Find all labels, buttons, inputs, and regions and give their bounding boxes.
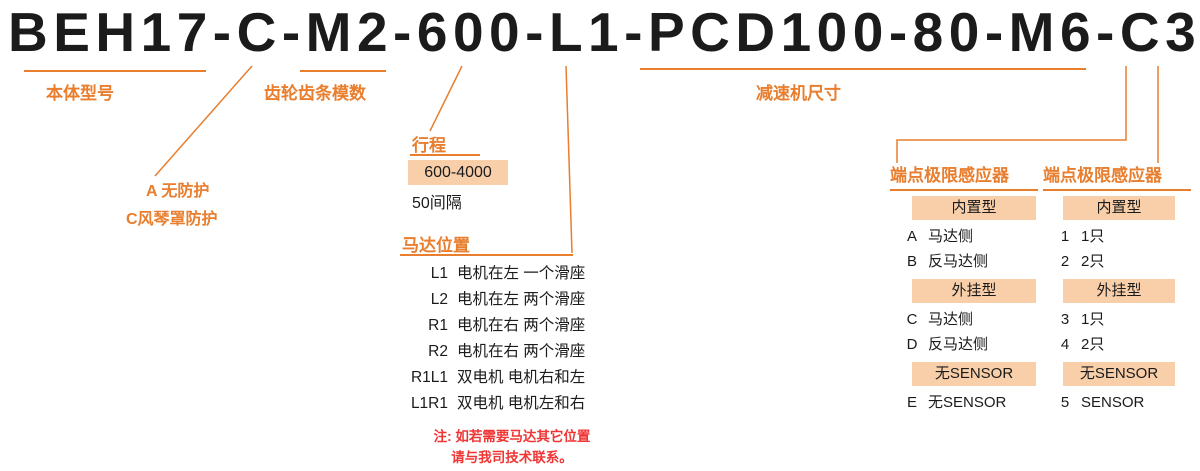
motor-option-row: L1 电机在左 一个滑座 [400, 261, 586, 287]
sensor-type-code: E [906, 394, 917, 411]
sensor-type-group-header: 外挂型 [912, 279, 1036, 303]
sensor-count-desc: 2只 [1081, 253, 1105, 270]
leader-stroke [429, 65, 463, 132]
sensor-type-desc: 反马达侧 [928, 253, 989, 270]
sensor-type-desc: 马达侧 [928, 311, 974, 328]
sensor-type-group-header: 无SENSOR [912, 362, 1036, 386]
sensor-count-desc: 1只 [1081, 228, 1105, 245]
stroke-title: 行程 [412, 136, 446, 155]
protection-option-a: A 无防护 [146, 183, 210, 200]
sensor-count-desc: 2只 [1081, 336, 1105, 353]
stroke-underline [410, 154, 480, 156]
protection-option-c: C风琴罩防护 [126, 211, 218, 228]
motor-option-row: R1L1 双电机 电机右和左 [400, 365, 585, 391]
stroke-interval: 50间隔 [412, 195, 462, 212]
sensor-count-group-header: 无SENSOR [1063, 362, 1175, 386]
sensor-type-desc: 反马达侧 [928, 336, 989, 353]
sensor-type-column: 端点极限感应器 内置型 A 马达侧 B 反马达侧 外挂型 C 马达侧 D 反马达… [890, 165, 1042, 415]
motor-note: 注: 如若需要马达其它位置 请与我司技术联系。 [398, 426, 626, 468]
motor-option-desc: 电机在右 两个滑座 [457, 317, 586, 334]
sensor-type-group-header: 内置型 [912, 196, 1036, 220]
motor-option-row: R2 电机在右 两个滑座 [400, 339, 585, 365]
underline-gear-module [300, 70, 386, 72]
motor-option-code: R1 [428, 317, 448, 334]
motor-option-desc: 电机在左 一个滑座 [457, 265, 586, 282]
motor-option-desc: 双电机 电机左和右 [457, 395, 586, 412]
motor-option-row: L2 电机在左 两个滑座 [400, 287, 586, 313]
body-model-label: 本体型号 [46, 84, 114, 103]
motor-option-desc: 电机在右 两个滑座 [457, 343, 586, 360]
leader-sensor-type [896, 66, 1127, 163]
motor-option-desc: 电机在左 两个滑座 [457, 291, 586, 308]
sensor-count-row: 3 1只 [1043, 307, 1195, 332]
underline-reducer-size [640, 68, 1086, 70]
sensor-type-row: C 马达侧 [890, 307, 1042, 332]
motor-option-row: R1 电机在右 两个滑座 [400, 313, 585, 339]
motor-option-code: R1L1 [410, 369, 448, 386]
underline-body-model [24, 70, 206, 72]
sensor-type-row: B 反马达侧 [890, 249, 1042, 274]
sensor-count-column: 端点极限感应器 内置型 1 1只 2 2只 外挂型 3 1只 4 2只 无SEN… [1043, 165, 1195, 415]
motor-position-title: 马达位置 [402, 236, 470, 255]
sensor-type-code: B [906, 253, 917, 270]
motor-option-desc: 双电机 电机右和左 [457, 369, 586, 386]
stroke-range: 600-4000 [408, 160, 508, 185]
sensor-type-code: C [906, 311, 918, 328]
sensor-count-row: 5 SENSOR [1043, 390, 1195, 415]
leader-motor-position [565, 65, 573, 254]
sensor-count-code: 3 [1060, 311, 1070, 328]
motor-option-code: L2 [430, 291, 448, 308]
sensor-type-code: D [906, 336, 918, 353]
sensor-count-row: 4 2只 [1043, 332, 1195, 357]
sensor-count-title: 端点极限感应器 [1043, 166, 1162, 185]
reducer-size-label: 减速机尺寸 [756, 84, 841, 103]
motor-option-code: L1 [430, 265, 448, 282]
sensor-count-group-header: 内置型 [1063, 196, 1175, 220]
sensor-count-desc: SENSOR [1081, 394, 1145, 411]
sensor-type-desc: 无SENSOR [928, 394, 1007, 411]
sensor-count-row: 1 1只 [1043, 224, 1195, 249]
sensor-type-row: E 无SENSOR [890, 390, 1042, 415]
gear-module-label: 齿轮齿条模数 [264, 84, 366, 103]
sensor-count-code: 5 [1060, 394, 1070, 411]
motor-position-underline [400, 254, 573, 256]
sensor-count-underline [1043, 189, 1191, 191]
leader-protection [154, 65, 253, 177]
sensor-type-row: A 马达侧 [890, 224, 1042, 249]
sensor-type-desc: 马达侧 [928, 228, 974, 245]
motor-option-code: L1R1 [410, 395, 448, 412]
motor-note-line2: 请与我司技术联系。 [451, 450, 573, 465]
sensor-count-code: 2 [1060, 253, 1070, 270]
sensor-type-underline [890, 189, 1038, 191]
motor-option-row: L1R1 双电机 电机左和右 [400, 391, 585, 417]
sensor-count-desc: 1只 [1081, 311, 1105, 328]
sensor-count-code: 4 [1060, 336, 1070, 353]
motor-option-code: R2 [428, 343, 448, 360]
sensor-count-code: 1 [1060, 228, 1070, 245]
sensor-type-row: D 反马达侧 [890, 332, 1042, 357]
sensor-count-group-header: 外挂型 [1063, 279, 1175, 303]
sensor-type-title: 端点极限感应器 [890, 166, 1009, 185]
sensor-type-code: A [906, 228, 917, 245]
motor-position-list: L1 电机在左 一个滑座 L2 电机在左 两个滑座 R1 电机在右 两个滑座 R… [400, 261, 585, 417]
model-code-title: BEH17-C-M2-600-L1-PCD100-80-M6-C3 [8, 1, 1200, 63]
sensor-count-row: 2 2只 [1043, 249, 1195, 274]
motor-note-line1: 注: 如若需要马达其它位置 [433, 429, 591, 444]
